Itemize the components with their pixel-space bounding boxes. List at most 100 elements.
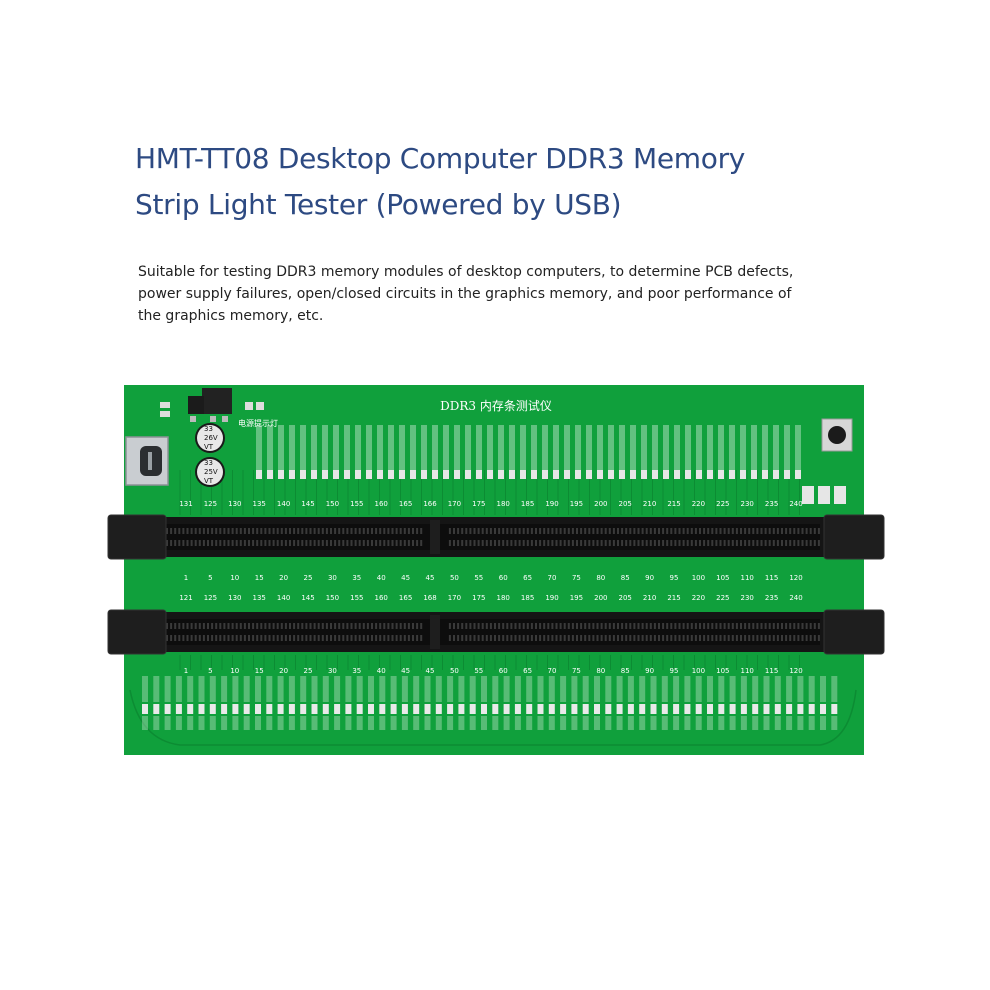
small-smd-components	[160, 402, 264, 417]
pin-number-label: 155	[350, 500, 363, 508]
pin-number-label: 60	[499, 667, 508, 675]
pin-number-label: 166	[423, 500, 437, 508]
pin-number-label: 125	[204, 594, 217, 602]
pin-number-label: 45	[401, 574, 410, 582]
pin-number-label: 50	[450, 667, 459, 675]
pcb-board	[124, 385, 864, 755]
pin-number-label: 210	[643, 594, 656, 602]
pin-number-label: 155	[350, 594, 363, 602]
pin-number-label: 145	[301, 594, 314, 602]
pin-number-label: 80	[596, 574, 605, 582]
pin-number-label: 150	[326, 594, 339, 602]
pin-number-label: 185	[521, 594, 534, 602]
pin-number-label: 10	[230, 574, 239, 582]
pin-number-label: 70	[548, 574, 557, 582]
pin-number-label: 165	[399, 500, 412, 508]
pin-number-label: 1	[184, 574, 188, 582]
pin-number-label: 145	[301, 500, 314, 508]
pin-number-label: 230	[741, 594, 754, 602]
pin-number-label: 195	[570, 594, 583, 602]
pin-number-label: 65	[523, 574, 532, 582]
pin-number-label: 140	[277, 500, 290, 508]
bottom-led-row	[142, 676, 838, 730]
pin-number-label: 170	[448, 594, 461, 602]
pin-number-label: 110	[741, 667, 754, 675]
capacitor-1: 33 26V VT	[195, 423, 225, 453]
pin-number-label: 168	[423, 594, 436, 602]
pin-number-label: 95	[670, 667, 679, 675]
pin-number-label: 135	[253, 594, 266, 602]
reset-push-button	[821, 418, 853, 452]
pin-number-label: 225	[716, 594, 729, 602]
pin-number-label: 200	[594, 594, 607, 602]
pin-number-label: 75	[572, 574, 581, 582]
product-title: HMT-TT08 Desktop Computer DDR3 Memory St…	[135, 136, 855, 228]
pin-number-label: 90	[645, 667, 654, 675]
svg-text:VT: VT	[204, 443, 214, 451]
pin-number-label: 15	[255, 667, 264, 675]
pin-number-label: 205	[619, 500, 632, 508]
pin-number-label: 235	[765, 500, 778, 508]
usb-c-port	[125, 436, 169, 486]
pin-number-label: 20	[279, 574, 288, 582]
pin-number-label: 100	[692, 574, 705, 582]
pin-number-label: 20	[279, 667, 288, 675]
pin-number-label: 225	[716, 500, 729, 508]
pin-number-label: 55	[474, 574, 483, 582]
pin-number-label: 45	[426, 574, 435, 582]
pin-number-label: 120	[789, 667, 802, 675]
svg-text:33: 33	[204, 459, 213, 467]
pin-number-label: 50	[450, 574, 459, 582]
pin-number-label: 80	[596, 667, 605, 675]
svg-text:VT: VT	[204, 477, 214, 485]
pin-number-label: 105	[716, 574, 729, 582]
power-led-label: 电源提示灯	[238, 418, 278, 428]
pin-number-label: 45	[426, 667, 435, 675]
pin-number-label: 220	[692, 500, 705, 508]
pin-number-label: 40	[377, 667, 386, 675]
description-line-1: Suitable for testing DDR3 memory modules…	[138, 264, 794, 280]
pin-number-label: 140	[277, 594, 290, 602]
svg-text:26V: 26V	[204, 434, 218, 442]
top-led-row	[256, 425, 801, 479]
pin-number-label: 100	[692, 667, 705, 675]
pin-number-label: 180	[497, 594, 510, 602]
pin-number-label: 190	[545, 500, 558, 508]
pin-number-label: 200	[594, 500, 607, 508]
title-line-1: HMT-TT08 Desktop Computer DDR3 Memory	[135, 142, 746, 175]
pin-number-label: 131	[179, 500, 192, 508]
pin-number-label: 180	[497, 500, 510, 508]
pin-number-label: 115	[765, 574, 778, 582]
pin-number-label: 125	[204, 500, 217, 508]
pin-number-label: 170	[448, 500, 461, 508]
pin-number-label: 160	[375, 500, 388, 508]
voltage-regulator	[188, 388, 232, 422]
pin-number-label: 55	[474, 667, 483, 675]
capacitor-2: 33 25V VT	[195, 457, 225, 487]
pin-number-label: 205	[619, 594, 632, 602]
pin-number-label: 10	[230, 667, 239, 675]
pin-number-label: 230	[741, 500, 754, 508]
pin-number-label: 25	[304, 574, 313, 582]
pin-number-label: 215	[667, 500, 680, 508]
product-description: Suitable for testing DDR3 memory modules…	[138, 261, 838, 327]
pin-number-label: 110	[741, 574, 754, 582]
dimm-slot-upper	[107, 514, 885, 560]
pin-number-label: 30	[328, 667, 337, 675]
pin-number-label: 175	[472, 594, 485, 602]
title-line-2: Strip Light Tester (Powered by USB)	[135, 188, 622, 221]
pin-number-label: 1	[184, 667, 188, 675]
description-line-2: power supply failures, open/closed circu…	[138, 286, 792, 302]
pin-number-label: 35	[352, 667, 361, 675]
svg-text:25V: 25V	[204, 468, 218, 476]
pin-number-label: 40	[377, 574, 386, 582]
pin-number-label: 165	[399, 594, 412, 602]
pin-number-label: 5	[208, 574, 212, 582]
pin-number-label: 45	[401, 667, 410, 675]
pin-number-label: 35	[352, 574, 361, 582]
pin-number-label: 160	[375, 594, 388, 602]
pin-number-label: 135	[253, 500, 266, 508]
pin-number-label: 195	[570, 500, 583, 508]
